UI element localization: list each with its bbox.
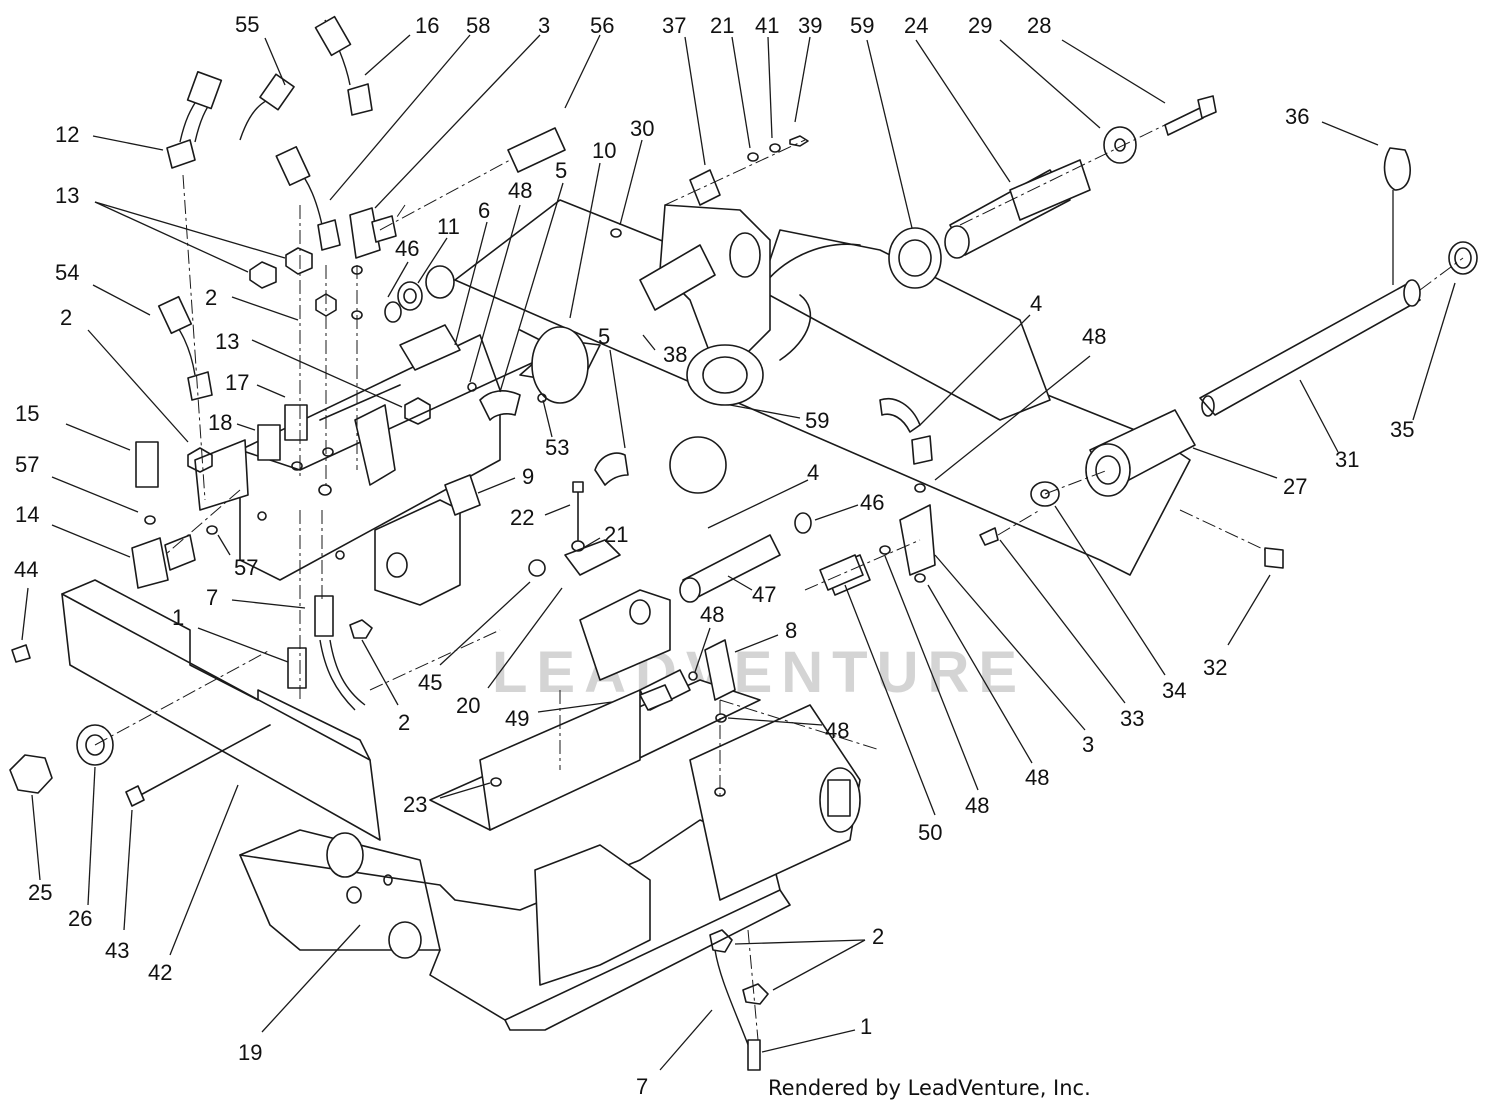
- callout-label: 44: [14, 557, 38, 582]
- callout-label: 21: [604, 522, 628, 547]
- callout-label: 50: [918, 820, 942, 845]
- callout-label: 2: [60, 305, 72, 330]
- callout-label: 17: [225, 370, 249, 395]
- callout-label: 26: [68, 906, 92, 931]
- render-credit: Rendered by LeadVenture, Inc.: [768, 1076, 1091, 1100]
- callout-label: 45: [418, 670, 442, 695]
- callouts: 55 16 58 3 56 37 21 41 39 59 24 29 28 12…: [14, 12, 1456, 1099]
- callout-label: 57: [15, 452, 39, 477]
- callout-label: 5: [555, 158, 567, 183]
- main-frame: [9, 15, 1478, 1071]
- callout-label: 14: [15, 502, 39, 527]
- callout-label: 42: [148, 960, 172, 985]
- callout-label: 1: [172, 605, 184, 630]
- callout-label: 34: [1162, 678, 1186, 703]
- callout-label: 36: [1285, 104, 1309, 129]
- callout-label: 57: [234, 555, 258, 580]
- callout-label: 2: [398, 710, 410, 735]
- callout-label: 31: [1335, 447, 1359, 472]
- callout-label: 43: [105, 938, 129, 963]
- callout-label: 53: [545, 435, 569, 460]
- callout-label: 19: [238, 1040, 262, 1065]
- callout-label: 15: [15, 401, 39, 426]
- callout-label: 27: [1283, 474, 1307, 499]
- callout-label: 4: [807, 460, 819, 485]
- callout-label: 22: [510, 505, 534, 530]
- callout-label: 46: [395, 236, 419, 261]
- callout-label: 25: [28, 880, 52, 905]
- callout-label: 5: [598, 324, 610, 349]
- callout-label: 2: [872, 924, 884, 949]
- callout-label: 29: [968, 13, 992, 38]
- callout-label: 48: [825, 718, 849, 743]
- callout-label: 16: [415, 13, 439, 38]
- callout-label: 24: [904, 13, 928, 38]
- callout-label: 23: [403, 792, 427, 817]
- callout-label: 54: [55, 260, 79, 285]
- callout-label: 7: [206, 585, 218, 610]
- callout-label: 4: [1030, 291, 1042, 316]
- callout-label: 8: [785, 618, 797, 643]
- callout-label: 55: [235, 12, 259, 37]
- callout-label: 58: [466, 13, 490, 38]
- callout-label: 12: [55, 122, 79, 147]
- callout-label: 11: [437, 214, 460, 239]
- callout-label: 49: [505, 706, 529, 731]
- callout-label: 48: [700, 602, 724, 627]
- callout-label: 13: [55, 183, 79, 208]
- callout-label: 56: [590, 13, 614, 38]
- callout-label: 20: [456, 693, 480, 718]
- callout-label: 33: [1120, 706, 1144, 731]
- callout-label: 59: [850, 13, 874, 38]
- callout-label: 28: [1027, 13, 1051, 38]
- callout-label: 48: [1082, 324, 1106, 349]
- callout-label: 10: [592, 138, 616, 163]
- callout-label: 3: [538, 13, 550, 38]
- callout-label: 13: [215, 329, 239, 354]
- callout-label: 38: [663, 342, 687, 367]
- watermark: LEADVENTURE: [492, 640, 1026, 705]
- callout-label: 30: [630, 116, 654, 141]
- callout-label: 59: [805, 408, 829, 433]
- callout-label: 48: [508, 178, 532, 203]
- callout-label: 32: [1203, 655, 1227, 680]
- callout-label: 9: [522, 464, 534, 489]
- callout-label: 7: [636, 1074, 648, 1099]
- callout-label: 47: [752, 582, 776, 607]
- callout-label: 41: [755, 13, 779, 38]
- callout-label: 48: [965, 793, 989, 818]
- callout-label: 21: [710, 13, 734, 38]
- callout-label: 39: [798, 13, 822, 38]
- callout-label: 1: [860, 1014, 872, 1039]
- callout-label: 3: [1082, 732, 1094, 757]
- callout-label: 2: [205, 285, 217, 310]
- callout-label: 37: [662, 13, 686, 38]
- callout-label: 35: [1390, 417, 1414, 442]
- callout-label: 48: [1025, 765, 1049, 790]
- callout-label: 6: [478, 198, 490, 223]
- callout-label: 46: [860, 490, 884, 515]
- callout-label: 18: [208, 410, 232, 435]
